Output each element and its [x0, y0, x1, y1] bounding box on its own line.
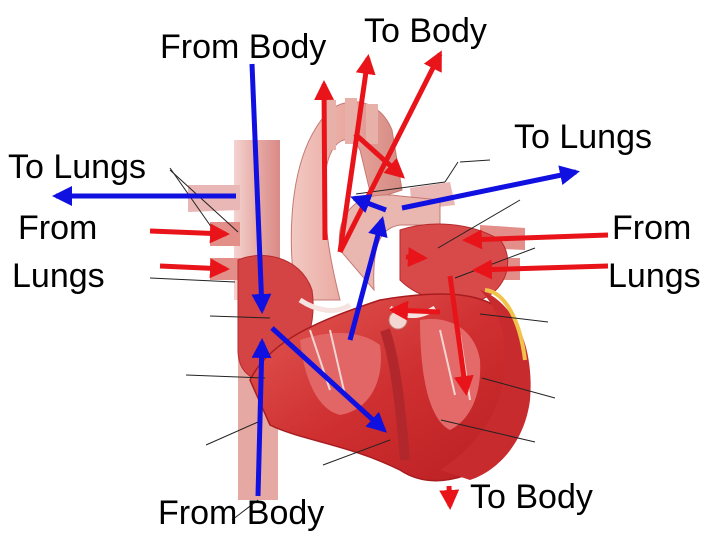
label-from-body-top: From Body	[160, 28, 327, 66]
label-to-body-bottom: To Body	[470, 478, 593, 516]
blue-arrow-to-lungs-right	[401, 165, 580, 211]
red-arrow-aortic-arch	[353, 132, 405, 179]
label-to-lungs-left: To Lungs	[8, 148, 146, 186]
label-from-lungs-left-line2: Lungs	[12, 257, 105, 295]
red-arrow-left-ventricle	[447, 275, 474, 396]
deoxygenated-flow-arrows	[52, 63, 580, 497]
label-from-lungs-right-line1: From	[612, 209, 692, 247]
red-arrow-aortic-outflow	[388, 300, 441, 321]
epicardial-fat	[484, 288, 527, 361]
left-ventricle-wall	[440, 290, 531, 480]
chordae-tendineae	[309, 329, 471, 401]
label-to-body-top: To Body	[364, 12, 487, 50]
tricuspid-valve	[298, 297, 352, 313]
blue-arrow-from-body-superior	[249, 63, 272, 314]
red-arrow-to-body-bottom	[439, 485, 460, 510]
label-to-lungs-right: To Lungs	[514, 118, 652, 156]
red-arrow-from-lungs-left-upper	[149, 223, 230, 244]
red-arrow-aorta-v-left	[337, 54, 376, 253]
red-arrow-from-lungs-left-lower	[159, 258, 230, 279]
interventricular-septum	[380, 328, 410, 461]
label-from-lungs-left-line1: From	[18, 209, 98, 247]
blue-arrow-to-right-ventricle	[270, 326, 387, 433]
aortic-valve	[388, 310, 408, 330]
left-subclavian-artery	[366, 104, 378, 144]
red-arrow-from-lungs-right-upper	[462, 229, 609, 250]
red-arrow-aorta-up	[314, 80, 335, 241]
red-arrow-from-lungs-right-lower	[472, 259, 609, 280]
blue-arrow-from-body-inferior	[251, 338, 272, 497]
blue-arrow-pulmonary-split	[350, 194, 387, 213]
oxygenated-flow-arrows	[149, 50, 609, 510]
blue-arrow-pulmonary-trunk	[347, 216, 388, 341]
label-from-body-bottom: From Body	[158, 494, 325, 532]
left-carotid-artery	[345, 98, 357, 144]
red-arrow-to-body-top	[337, 50, 443, 254]
red-arrow-left-atrium	[405, 247, 428, 268]
label-from-lungs-right-line2: Lungs	[608, 257, 701, 295]
